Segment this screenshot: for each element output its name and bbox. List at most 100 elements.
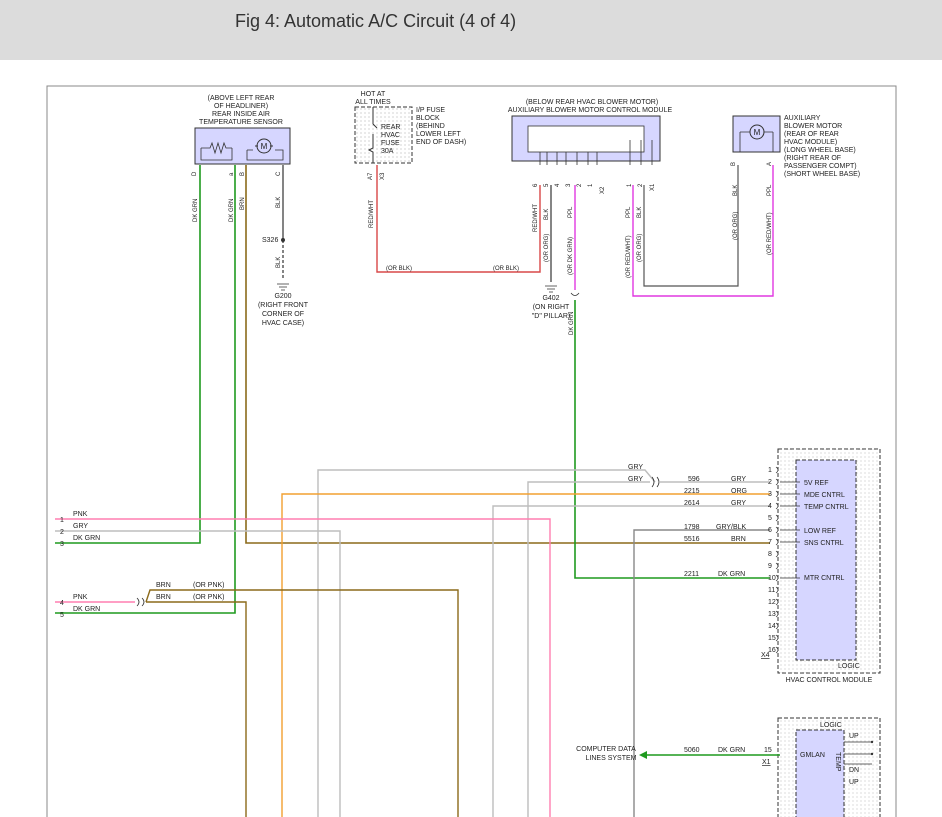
svg-text:DK GRN: DK GRN	[73, 606, 100, 613]
wire-label-dkgrn-a: DK GRN	[229, 199, 235, 222]
svg-text:PPL: PPL	[767, 184, 773, 196]
hvac-pin-13: 13	[768, 611, 776, 618]
svg-text:GRY: GRY	[731, 476, 746, 483]
hvac-pin-terminal	[775, 586, 779, 594]
sensor-pin-a: a	[229, 172, 235, 176]
wire-dkgrn-sensor-a	[55, 165, 236, 614]
hvac-pin-15: 15	[768, 635, 776, 642]
hvac-pin-terminal	[775, 610, 779, 618]
svg-text:2: 2	[638, 183, 644, 187]
svg-text:(OR ORG): (OR ORG)	[637, 234, 643, 262]
svg-text:ORG: ORG	[731, 488, 747, 495]
fuse-icon	[367, 107, 378, 163]
hvac-pin-terminal	[775, 574, 779, 582]
fuse-wire-label: RED/WHT	[369, 200, 375, 228]
svg-text:GRY: GRY	[73, 523, 88, 530]
fuse-pin-a7: A7	[368, 172, 374, 180]
svg-text:(BELOW REAR HVAC BLOWER MOTOR): (BELOW REAR HVAC BLOWER MOTOR)	[526, 99, 658, 106]
svg-text:MDE CNTRL: MDE CNTRL	[804, 492, 845, 499]
svg-text:REAR: REAR	[381, 124, 400, 131]
sensor-box	[194, 127, 291, 165]
hvac-pin-1: 1	[768, 467, 772, 474]
svg-text:(RIGHT REAR OF: (RIGHT REAR OF	[784, 155, 841, 162]
svg-text:596: 596	[688, 476, 700, 483]
svg-text:GRY: GRY	[628, 476, 643, 483]
svg-text:3: 3	[60, 541, 64, 548]
svg-text:2215: 2215	[684, 488, 700, 495]
hvac-pin-6: 6	[768, 527, 772, 534]
hvac-pin-terminal	[775, 526, 779, 534]
splice-label: S326	[262, 237, 278, 244]
svg-text:DN: DN	[849, 767, 859, 774]
svg-text:AUXILIARY BLOWER MOTOR CONTROL: AUXILIARY BLOWER MOTOR CONTROL MODULE	[508, 107, 673, 114]
hvac-pin-terminal	[775, 598, 779, 606]
svg-text:DK GRN: DK GRN	[718, 571, 745, 578]
svg-text:GRY: GRY	[628, 464, 643, 471]
svg-text:(LONG WHEEL BASE): (LONG WHEEL BASE)	[784, 147, 856, 154]
hvac-logic-box	[795, 459, 857, 661]
svg-text:BLK: BLK	[637, 207, 643, 218]
svg-text:2614: 2614	[684, 500, 700, 507]
svg-text:AUXILIARY: AUXILIARY	[784, 115, 821, 122]
ground-g200-label: G200	[274, 293, 291, 300]
sensor-header-3: REAR INSIDE AIR	[212, 111, 270, 118]
svg-text:(RIGHT FRONT: (RIGHT FRONT	[258, 302, 309, 309]
aux-blower-motor: M AUXILIARY BLOWER MOTOR (REAR OF REAR H…	[731, 115, 860, 255]
svg-text:PASSENGER COMPT): PASSENGER COMPT)	[784, 163, 857, 170]
svg-text:END OF DASH): END OF DASH)	[416, 139, 466, 146]
hvac-pin-11: 11	[768, 587, 775, 594]
aux-blower-control-module: (BELOW REAR HVAC BLOWER MOTOR) AUXILIARY…	[508, 99, 673, 278]
svg-text:DK GRN: DK GRN	[73, 535, 100, 542]
svg-text:2: 2	[577, 183, 583, 187]
wire-2215-org	[281, 493, 770, 817]
ip-fuse-block: HOT AT ALL TIMES REAR HVAC FUSE 30A I/P …	[354, 91, 466, 228]
svg-text:PPL: PPL	[626, 206, 632, 218]
hvac-pin-9: 9	[768, 563, 772, 570]
hvac-pin-7: 7	[768, 539, 772, 546]
title-bar: Fig 4: Automatic A/C Circuit (4 of 4)	[0, 0, 942, 60]
svg-text:BRN: BRN	[731, 536, 746, 543]
wire-2614-gry	[492, 505, 770, 817]
svg-text:(OR PNK): (OR PNK)	[193, 582, 225, 589]
left-connector-b: 4 5 PNK DK GRN BRN (OR PNK) BRN (OR PNK)	[60, 582, 225, 619]
svg-text:UP: UP	[849, 779, 859, 786]
hvac-pin-8: 8	[768, 551, 772, 558]
hvac-pin-terminal	[775, 634, 779, 642]
svg-text:HVAC CASE): HVAC CASE)	[262, 320, 304, 327]
wire-label-dkgrn-d: DK GRN	[193, 199, 199, 222]
svg-text:MTR CNTRL: MTR CNTRL	[804, 575, 845, 582]
svg-text:(OR BLK): (OR BLK)	[386, 266, 412, 272]
wire-brn-branch-2	[146, 601, 247, 817]
svg-text:(OR RED/WHT): (OR RED/WHT)	[626, 235, 632, 278]
svg-text:LOGIC: LOGIC	[838, 663, 860, 670]
svg-text:(REAR OF REAR: (REAR OF REAR	[784, 131, 839, 138]
svg-text:(OR ORG): (OR ORG)	[544, 234, 550, 262]
wire-dkgrn-mtr-cntrl	[574, 300, 770, 579]
svg-text:1798: 1798	[684, 524, 700, 531]
svg-text:5V REF: 5V REF	[804, 480, 829, 487]
arrow-left-icon	[639, 751, 647, 759]
svg-text:A: A	[767, 162, 773, 166]
svg-text:3: 3	[566, 183, 572, 187]
hvac-pin-terminal	[775, 514, 779, 522]
svg-text:4: 4	[60, 600, 64, 607]
bottom-logic-box	[795, 729, 845, 817]
svg-text:30A: 30A	[381, 148, 394, 155]
ground-g402-label: G402	[542, 295, 559, 302]
svg-text:(OR BLK): (OR BLK)	[493, 266, 519, 272]
svg-text:X4: X4	[761, 652, 770, 659]
diagram-frame	[46, 85, 897, 817]
hvac-pin-terminal	[775, 562, 779, 570]
svg-text:5: 5	[60, 612, 64, 619]
svg-text:GMLAN: GMLAN	[800, 752, 825, 759]
wire-blk-aux-motor	[643, 165, 739, 287]
svg-text:RED/WHT: RED/WHT	[533, 204, 539, 232]
hvac-module-name: HVAC CONTROL MODULE	[786, 677, 873, 684]
hvac-pin-5: 5	[768, 515, 772, 522]
sensor-pin-c: C	[276, 171, 282, 176]
svg-text:BLOCK: BLOCK	[416, 115, 440, 122]
svg-text:GRY/BLK: GRY/BLK	[716, 524, 747, 531]
hvac-control-module: LOGIC HVAC CONTROL MODULE 12345678910111…	[761, 448, 881, 684]
svg-text:TEMP CNTRL: TEMP CNTRL	[804, 504, 849, 511]
wire-dkgrn-sensor-d	[55, 165, 201, 544]
